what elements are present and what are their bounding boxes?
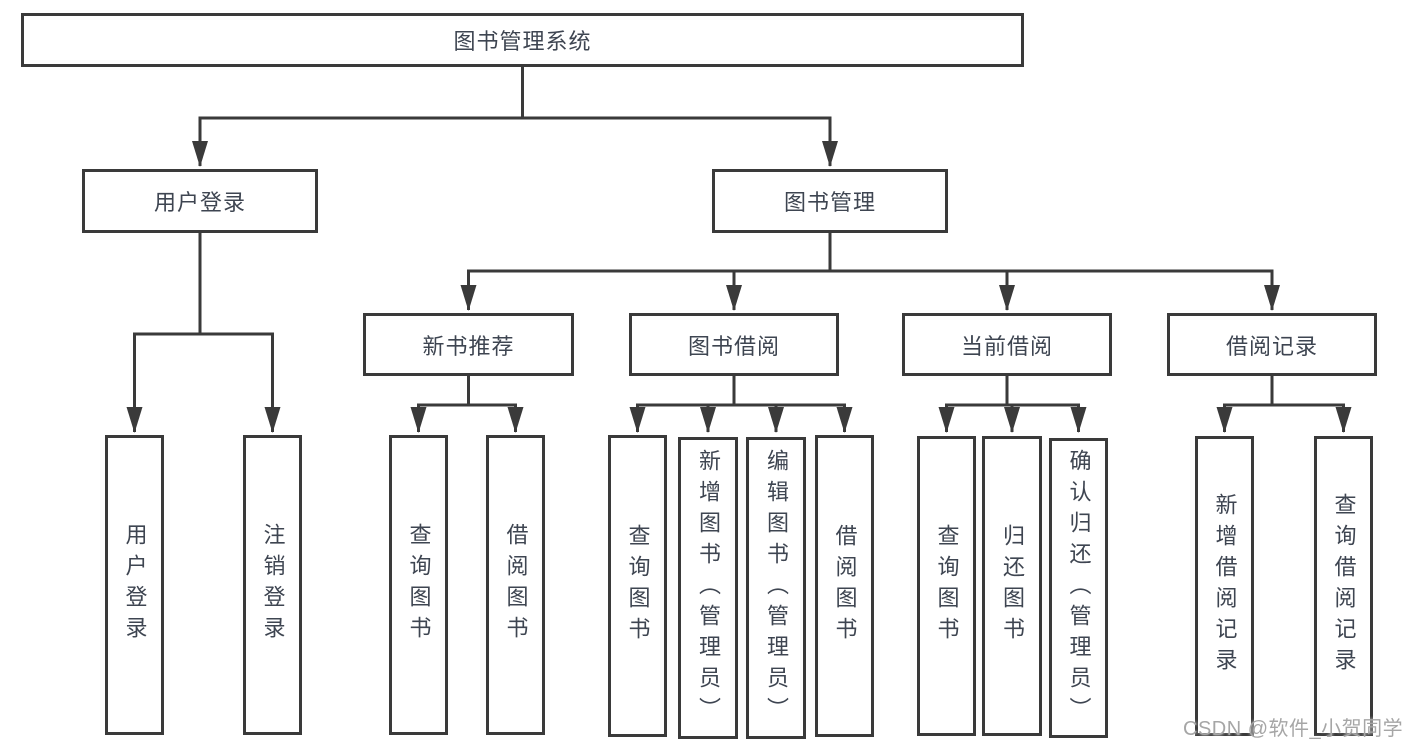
leaf-current-query-books: 查询图书	[917, 436, 976, 736]
node-current-borrow: 当前借阅	[902, 313, 1112, 376]
leaf-borrow-add-books-admin: 新增图书（管理员）	[678, 437, 738, 739]
leaf-logout: 注销登录	[243, 435, 302, 735]
connector-root	[192, 66, 838, 167]
leaf-records-query-record: 查询借阅记录	[1314, 436, 1373, 736]
leaf-records-add-record: 新增借阅记录	[1195, 436, 1254, 736]
node-book-management: 图书管理	[712, 169, 948, 233]
leaf-borrow-edit-books-admin: 编辑图书（管理员）	[746, 437, 806, 739]
node-new-book-recommend: 新书推荐	[363, 313, 574, 376]
connector-user-login	[126, 232, 281, 433]
node-book-borrow: 图书借阅	[629, 313, 839, 376]
csdn-watermark: CSDN @软件_小贺同学	[1183, 718, 1404, 740]
leaf-borrow-borrow-books: 借阅图书	[815, 435, 874, 737]
node-borrow-records: 借阅记录	[1167, 313, 1377, 376]
node-user-login: 用户登录	[82, 169, 318, 233]
leaf-current-return-books: 归还图书	[982, 436, 1042, 736]
connector-book-management	[460, 232, 1280, 311]
connector-book-borrow	[629, 374, 853, 433]
leaf-user-login: 用户登录	[105, 435, 164, 735]
connector-borrow-records	[1216, 374, 1352, 433]
connector-current-borrow	[938, 374, 1087, 433]
connector-new-book-recommend	[410, 374, 524, 433]
leaf-borrow-query-books: 查询图书	[608, 435, 667, 737]
leaf-newrec-query-books: 查询图书	[389, 435, 448, 735]
leaf-current-confirm-return-admin: 确认归还（管理员）	[1049, 438, 1108, 738]
leaf-newrec-borrow-books: 借阅图书	[486, 435, 545, 735]
node-root: 图书管理系统	[21, 13, 1024, 67]
